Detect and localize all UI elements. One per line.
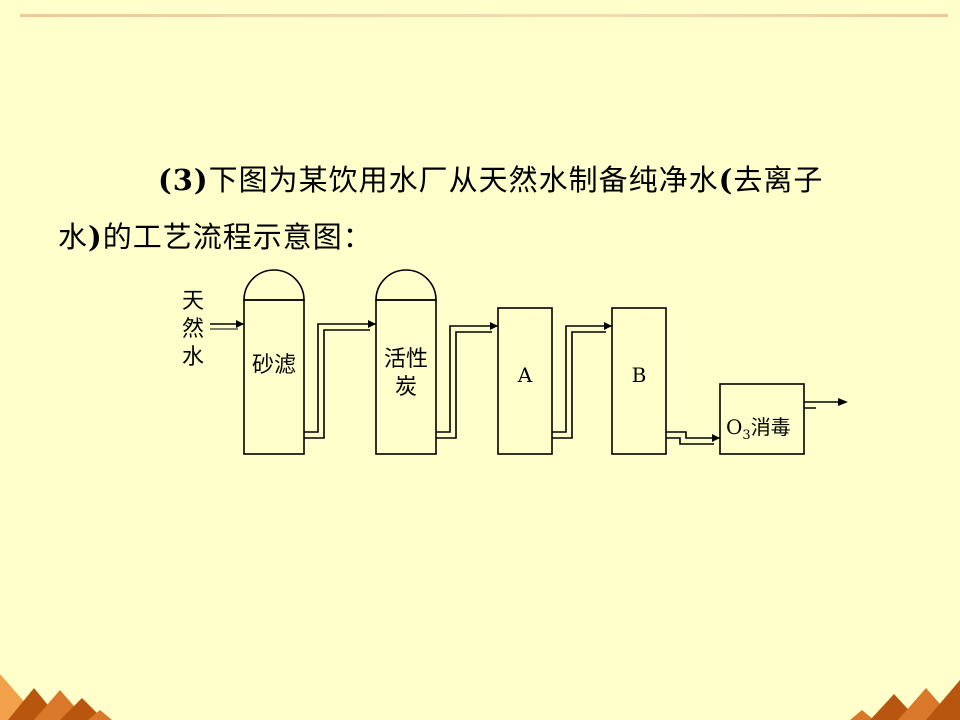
unit-a [497,307,553,455]
unit-sand-filter-label: 砂滤 [252,353,296,378]
inlet-label-1: 天 [182,289,204,314]
question-number: (3) [158,163,209,197]
corner-decoration-left [0,674,112,720]
paren-close: ) [88,220,103,254]
unit-activated-carbon-label-2: 炭 [395,375,417,400]
question-line1-end: 去离子 [733,163,824,197]
outlet-pipe [804,401,840,409]
top-rule [20,14,948,17]
paren-open: ( [718,163,734,197]
pipe-2-a [436,325,498,439]
pipe-1-2 [304,323,376,439]
ozone-subscript: 3 [742,428,750,443]
unit-activated-carbon [375,269,437,455]
question-line1: 下图为某饮用水厂从天然水制备纯净水 [208,163,719,197]
inlet-label-2: 然 [182,317,204,342]
ozone-label: O3消毒 [726,415,791,443]
unit-b-label: B [632,363,647,387]
pipe-b-ozone [666,431,720,445]
unit-activated-carbon-label-1: 活性 [384,347,428,372]
unit-ozone [719,383,805,455]
corner-decoration-right [850,680,960,720]
unit-sand-filter [243,269,305,455]
inlet-label-3: 水 [182,345,204,370]
question-line2: 水 [58,220,89,254]
outlet-arrow-icon [838,398,848,406]
process-flow-diagram: 天 然 水 砂滤 活性 炭 A B O3消毒 [182,269,848,455]
ozone-symbol: O [726,415,742,439]
unit-a-label: A [517,363,533,387]
ozone-text: 消毒 [751,415,791,439]
pipe-a-b [552,325,612,439]
question-line2-end: 的工艺流程示意图： [102,220,373,254]
unit-b [611,307,667,455]
question-text: (3)下图为某饮用水厂从天然水制备纯净水(去离子水)的工艺流程示意图： [58,152,868,266]
